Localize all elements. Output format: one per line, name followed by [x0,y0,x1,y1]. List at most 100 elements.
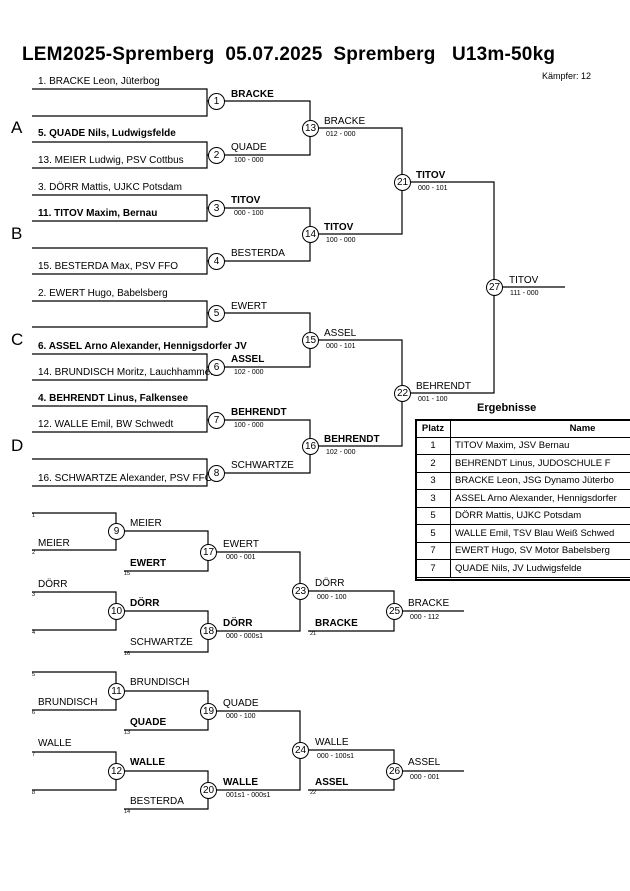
seed-number: 16 [124,651,131,657]
entry-name: 12. WALLE Emil, BW Schwedt [38,419,174,430]
seed-number: 21 [310,631,317,637]
match-winner: BRACKE [324,116,366,127]
pool-label: B [11,224,23,243]
match-number: 4 [208,253,225,270]
match-score: 100 - 000 [234,422,264,429]
match-number: 1 [208,93,225,110]
match-winner: BRACKE [315,618,358,629]
match-number: 23 [292,583,309,600]
match-number: 14 [302,226,319,243]
seed-number: 8 [32,790,36,796]
match-number: 15 [302,332,319,349]
pool-label: C [11,330,24,349]
match-winner: DÖRR [130,598,160,609]
match-number: 24 [292,742,309,759]
match-winner: EWERT [130,558,167,569]
entry-name: MEIER [38,538,70,549]
match-winner: DÖRR [223,618,253,629]
match-number: 18 [200,623,217,640]
results-title: Ergebnisse [477,402,537,414]
match-winner: BRACKE [231,89,274,100]
match-number: 20 [200,782,217,799]
match-number: 19 [200,703,217,720]
match-number: 13 [302,120,319,137]
match-number: 7 [208,412,225,429]
seed-number: 3 [32,592,36,598]
match-winner: ASSEL [231,354,265,365]
match-winner: WALLE [223,777,258,788]
match-score: 102 - 000 [234,369,264,376]
match-winner: QUADE [223,698,259,709]
entry-name: 4. BEHRENDT Linus, Falkensee [38,393,189,404]
match-winner: BEHRENDT [416,381,472,392]
fighter-count: Kämpfer: 12 [542,71,592,81]
entry-name: 6. ASSEL Arno Alexander, Hennigsdorfer J… [38,341,247,352]
match-number: 5 [208,305,225,322]
match-winner: TITOV [416,170,446,181]
match-score: 000 - 112 [410,614,440,621]
seed-number: 1 [32,513,36,519]
match-score: 012 - 000 [326,131,356,138]
match-winner: ASSEL [408,757,441,768]
pool-label: D [11,436,24,455]
entry-name: 1. BRACKE Leon, Jüterbog [38,76,160,87]
entry-name: 2. EWERT Hugo, Babelsberg [38,288,168,299]
entry-name: DÖRR [38,579,68,590]
match-score: 102 - 000 [326,449,356,456]
match-winner: BESTERDA [130,796,184,807]
match-number: 25 [386,603,403,620]
match-winner: ASSEL [324,328,357,339]
match-winner: WALLE [130,757,165,768]
match-number: 11 [108,683,125,700]
seed-number: 4 [32,630,36,636]
match-score: 000 - 001 [410,774,440,781]
match-score: 100 - 000 [234,157,264,164]
match-score: 000 - 001 [226,554,256,561]
match-score: 001s1 - 000s1 [226,792,271,799]
match-number: 8 [208,465,225,482]
match-number: 16 [302,438,319,455]
match-winner: EWERT [223,539,259,550]
entry-name: 3. DÖRR Mattis, UJKC Potsdam [38,182,182,193]
match-score: 000 - 100 [317,594,347,601]
entry-name: 11. TITOV Maxim, Bernau [38,208,158,219]
match-number: 12 [108,763,125,780]
match-number: 2 [208,147,225,164]
seed-number: 13 [124,730,131,736]
entry-name: 15. BESTERDA Max, PSV FFO [38,261,179,272]
match-number: 26 [386,763,403,780]
match-winner: BEHRENDT [231,407,287,418]
match-winner: SCHWARTZE [130,637,193,648]
match-winner: BEHRENDT [324,434,380,445]
match-winner: TITOV [324,222,354,233]
entry-name: 16. SCHWARTZE Alexander, PSV FFO [38,473,213,484]
match-score: 000 - 000s1 [226,633,263,640]
match-winner: WALLE [315,737,349,748]
match-score: 000 - 101 [326,343,356,350]
match-winner: QUADE [130,717,167,728]
match-winner: BESTERDA [231,248,285,259]
seed-number: 2 [32,550,36,556]
match-winner: ASSEL [315,777,349,788]
match-number: 22 [394,385,411,402]
match-winner: BRUNDISCH [130,677,190,688]
match-number: 3 [208,200,225,217]
match-winner: SCHWARTZE [231,460,294,471]
match-winner: EWERT [231,301,267,312]
seed-number: 7 [32,752,36,758]
match-score: 111 - 000 [510,290,539,297]
entry-name: 5. QUADE Nils, Ludwigsfelde [38,128,176,139]
match-winner: QUADE [231,142,267,153]
seed-number: 5 [32,672,36,678]
match-winner: MEIER [130,518,162,529]
match-score: 000 - 100s1 [317,753,354,760]
match-score: 100 - 000 [326,237,356,244]
match-number: 10 [108,603,125,620]
seed-number: 22 [310,790,317,796]
match-number: 6 [208,359,225,376]
entry-name: 13. MEIER Ludwig, PSV Cottbus [38,155,184,166]
seed-number: 14 [124,809,131,815]
match-score: 000 - 101 [418,185,448,192]
match-winner: TITOV [231,195,261,206]
